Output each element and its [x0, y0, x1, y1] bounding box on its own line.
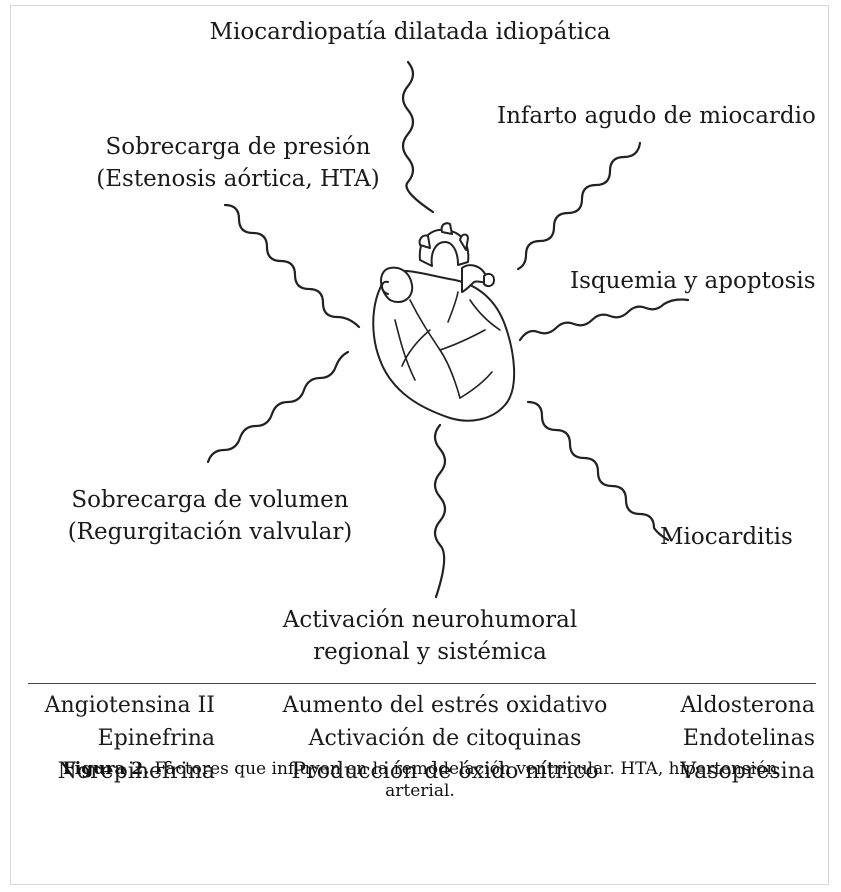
caption-label: Figura 2. [63, 759, 149, 779]
factor-miocardiopatia: Miocardiopatía dilatada idiopática [200, 16, 620, 48]
mediator-item: Epinefrina [25, 722, 215, 755]
squiggle-bottom [435, 425, 445, 597]
mediator-item: Activación de citoquinas [265, 722, 625, 755]
heart-illustration [373, 223, 514, 420]
factor-activacion-neurohumoral: Activación neurohumoral regional y sisté… [240, 604, 620, 668]
factor-infarto: Infarto agudo de miocardio [497, 100, 816, 132]
factor-sobrecarga-volumen-detail: (Regurgitación valvular) [50, 516, 370, 548]
caption-text: Factores que influyen en la remodelación… [155, 759, 778, 801]
factor-sobrecarga-presion-title: Sobrecarga de presión [78, 131, 398, 163]
factor-sobrecarga-volumen-title: Sobrecarga de volumen [50, 484, 370, 516]
squiggle-volumen [208, 352, 348, 462]
mediator-item: Aldosterona [640, 689, 815, 722]
factor-sobrecarga-volumen: Sobrecarga de volumen (Regurgitación val… [50, 484, 370, 548]
factor-miocarditis: Miocarditis [660, 521, 793, 553]
squiggle-miocarditis [528, 402, 668, 540]
factor-activacion-detail: regional y sistémica [240, 636, 620, 668]
squiggle-presion [225, 205, 359, 327]
factor-activacion-title: Activación neurohumoral [240, 604, 620, 636]
factor-isquemia: Isquemia y apoptosis [570, 265, 816, 297]
squiggle-top [403, 62, 433, 212]
divider-line [28, 683, 816, 684]
squiggle-isquemia [520, 300, 688, 341]
mediator-item: Endotelinas [640, 722, 815, 755]
squiggle-infarto [518, 143, 640, 269]
factor-sobrecarga-presion: Sobrecarga de presión (Estenosis aórtica… [78, 131, 398, 195]
mediator-item: Angiotensina II [25, 689, 215, 722]
figure-caption: Figura 2. Factores que influyen en la re… [40, 758, 800, 802]
mediator-item: Aumento del estrés oxidativo [265, 689, 625, 722]
factor-sobrecarga-presion-detail: (Estenosis aórtica, HTA) [78, 163, 398, 195]
